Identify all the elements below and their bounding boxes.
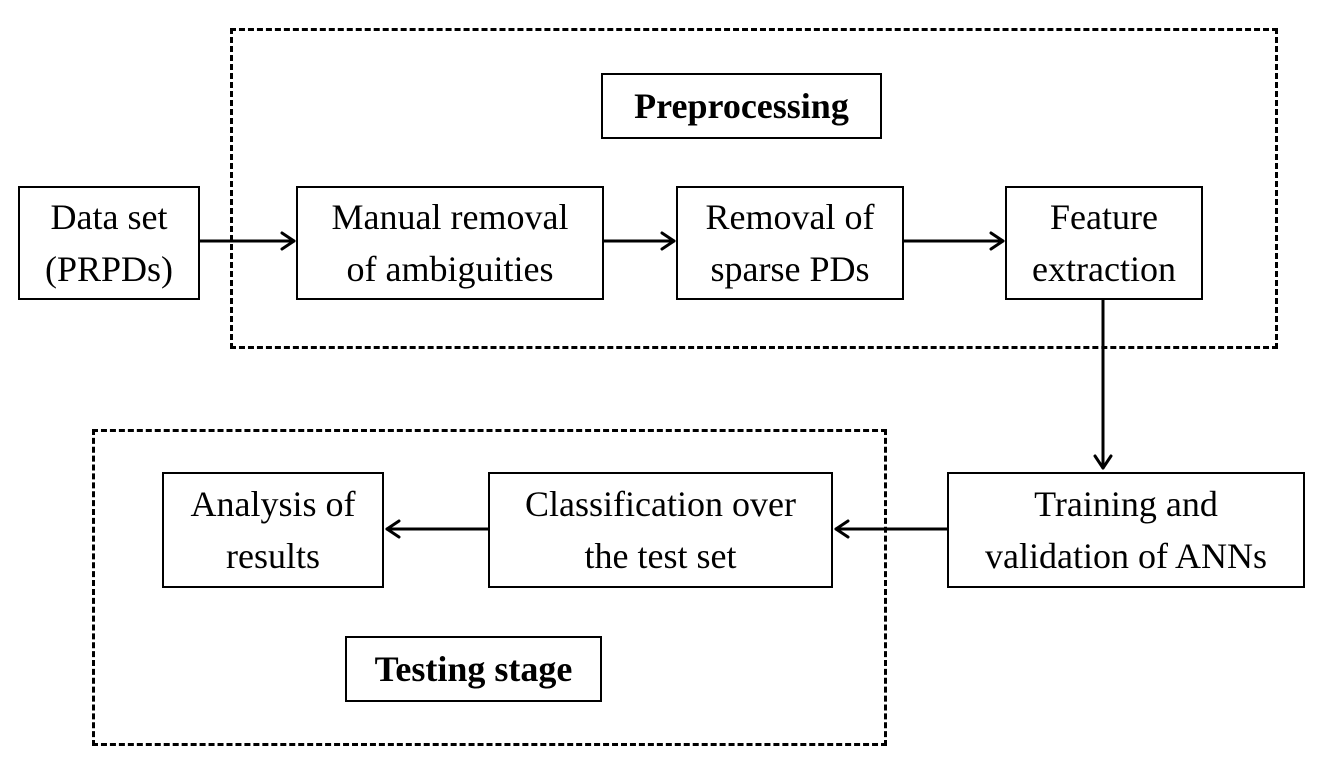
node-training: Training and validation of ANNs <box>947 472 1305 588</box>
node-analysis-label: Analysis of results <box>190 484 356 576</box>
testing-stage-title-text: Testing stage <box>374 649 573 689</box>
node-data-set: Data set (PRPDs) <box>18 186 200 300</box>
arrow-dataset-to-manual <box>198 231 296 251</box>
arrow-feature-to-training <box>1093 298 1113 470</box>
node-classification: Classification over the test set <box>488 472 833 588</box>
node-analysis: Analysis of results <box>162 472 384 588</box>
node-removal-sparse: Removal of sparse PDs <box>676 186 904 300</box>
node-training-label: Training and validation of ANNs <box>985 484 1267 576</box>
node-feature-extraction: Feature extraction <box>1005 186 1203 300</box>
preprocessing-group <box>230 28 1278 349</box>
node-manual-removal: Manual removal of ambiguities <box>296 186 604 300</box>
preprocessing-title-text: Preprocessing <box>634 86 849 126</box>
arrow-sparse-to-feature <box>902 231 1005 251</box>
node-removal-sparse-label: Removal of sparse PDs <box>705 197 875 289</box>
arrow-classification-to-analysis <box>385 519 490 539</box>
preprocessing-title: Preprocessing <box>601 73 882 139</box>
node-classification-label: Classification over the test set <box>525 484 796 576</box>
arrow-training-to-classification <box>834 519 949 539</box>
node-feature-extraction-label: Feature extraction <box>1032 197 1176 289</box>
node-manual-removal-label: Manual removal of ambiguities <box>331 197 569 289</box>
testing-stage-title: Testing stage <box>345 636 602 702</box>
arrow-manual-to-sparse <box>602 231 676 251</box>
node-data-set-label: Data set (PRPDs) <box>44 197 174 289</box>
testing-stage-group <box>92 429 887 746</box>
